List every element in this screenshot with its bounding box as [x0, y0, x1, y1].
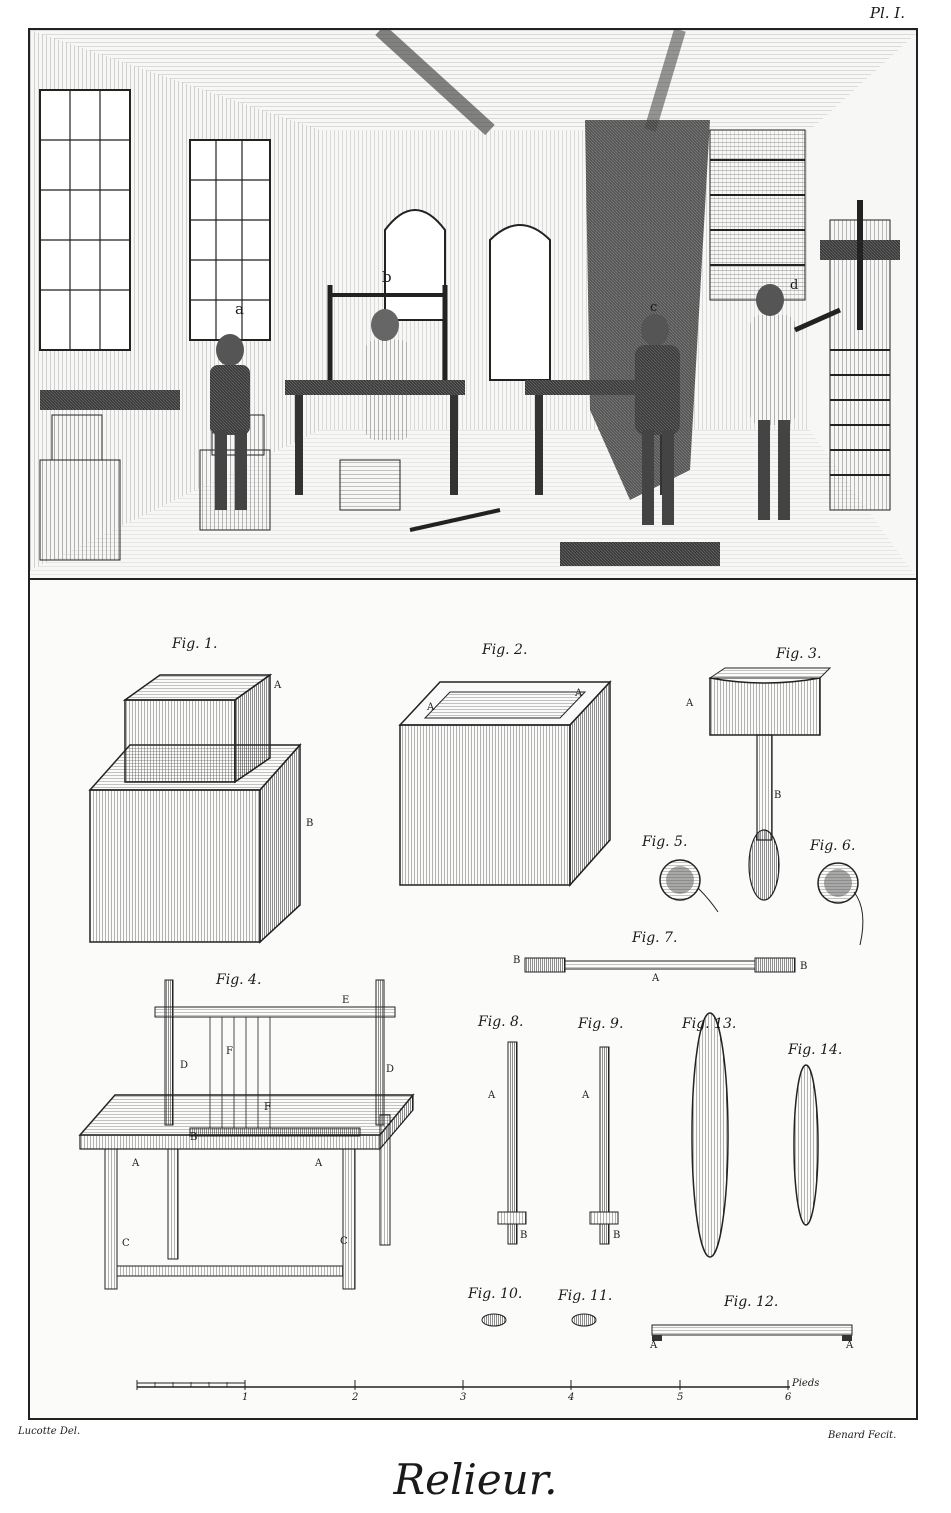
fig4-letter-e: E: [342, 995, 350, 1006]
scale-tick-4: 4: [568, 1392, 575, 1403]
fig4-letter-f1: F: [226, 1046, 233, 1057]
scene-label-c: c: [650, 300, 658, 315]
fig6-label: Fig. 6.: [810, 838, 856, 854]
fig7-drawing: [524, 957, 796, 973]
scale-tick-3: 3: [460, 1392, 467, 1403]
credit-engraver: Benard Fecit.: [828, 1430, 897, 1441]
fig14-drawing: [793, 1064, 819, 1226]
figures-panel: Fig. 1. A B Fig. 2. A A Fig. 3. A B Fig.…: [28, 578, 918, 1420]
fig13-drawing: [691, 1012, 729, 1258]
fig11-label: Fig. 11.: [558, 1288, 613, 1304]
fig9-letter-b: B: [613, 1230, 621, 1241]
fig3-drawing: [708, 667, 832, 901]
fig10-drawing: [481, 1313, 507, 1327]
fig4-letter-f2: F: [264, 1102, 271, 1113]
fig1-letter-a: A: [274, 680, 282, 691]
workshop-scene-drawing: [30, 30, 916, 578]
fig1-label: Fig. 1.: [172, 636, 218, 652]
fig9-letter-a: A: [582, 1090, 590, 1101]
fig4-letter-a2: A: [315, 1158, 323, 1169]
fig10-label: Fig. 10.: [468, 1286, 523, 1302]
fig8-letter-a: A: [488, 1090, 496, 1101]
fig8-letter-b: B: [520, 1230, 528, 1241]
fig12-letter-a1: A: [650, 1340, 658, 1351]
fig4-letter-b: B: [190, 1132, 198, 1143]
fig2-letter-a1: A: [427, 702, 435, 713]
credit-draftsman: Lucotte Del.: [18, 1426, 81, 1437]
plate-number: Pl. I.: [869, 4, 905, 22]
fig12-drawing: [651, 1324, 853, 1341]
fig4-drawing: [78, 979, 415, 1290]
figures-drawing: [78, 667, 864, 1390]
fig7-letter-b1: B: [513, 955, 521, 966]
fig14-label: Fig. 14.: [788, 1042, 843, 1058]
scale-tick-1: 1: [242, 1392, 249, 1403]
fig1-letter-b: B: [306, 818, 314, 829]
fig2-label: Fig. 2.: [482, 642, 528, 658]
scene-label-d: d: [790, 278, 799, 293]
fig7-label: Fig. 7.: [632, 930, 678, 946]
fig9-drawing: [589, 1046, 619, 1245]
scene-label-a: a: [235, 300, 244, 318]
fig5-drawing: [659, 859, 719, 913]
fig13-label: Fig. 13.: [682, 1016, 737, 1032]
scale-tick-2: 2: [352, 1392, 359, 1403]
fig1-drawing: [88, 673, 302, 944]
fig7-letter-a: A: [652, 973, 660, 984]
fig8-label: Fig. 8.: [478, 1014, 524, 1030]
fig12-label: Fig. 12.: [724, 1294, 779, 1310]
scale-unit: Pieds: [792, 1378, 820, 1389]
fig3-label: Fig. 3.: [776, 646, 822, 662]
workshop-scene: a b c d: [28, 28, 918, 580]
scene-label-b: b: [382, 268, 392, 286]
fig2-letter-a2: A: [575, 688, 583, 699]
fig4-letter-a1: A: [132, 1158, 140, 1169]
fig9-label: Fig. 9.: [578, 1016, 624, 1032]
fig3-letter-b: B: [774, 790, 782, 801]
fig3-letter-a: A: [686, 698, 694, 709]
fig7-letter-b2: B: [800, 961, 808, 972]
fig5-label: Fig. 5.: [642, 834, 688, 850]
fig4-label: Fig. 4.: [216, 972, 262, 988]
fig8-drawing: [497, 1041, 527, 1245]
fig2-drawing: [398, 680, 612, 887]
scale-bar: [136, 1380, 790, 1390]
fig12-letter-a2: A: [846, 1340, 854, 1351]
fig6-drawing: [817, 862, 864, 946]
scale-tick-6: 6: [785, 1392, 792, 1403]
fig4-letter-c2: C: [340, 1236, 348, 1247]
fig4-letter-d1: D: [180, 1060, 189, 1071]
plate-title: Relieur.: [393, 1455, 558, 1504]
fig4-letter-c1: C: [122, 1238, 130, 1249]
fig11-drawing: [571, 1313, 597, 1327]
fig4-letter-d2: D: [386, 1064, 395, 1075]
scale-tick-5: 5: [677, 1392, 684, 1403]
